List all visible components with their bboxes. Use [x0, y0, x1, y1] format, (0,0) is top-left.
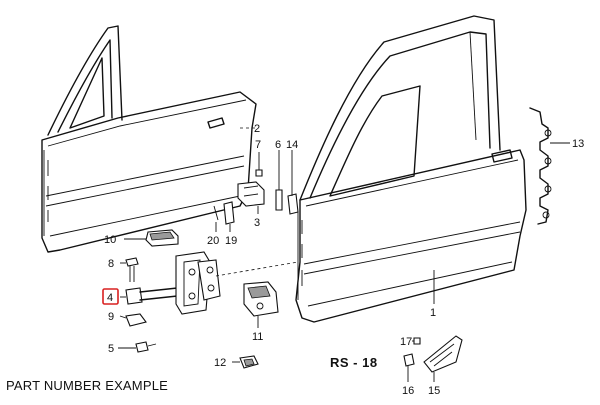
caption: PART NUMBER EXAMPLE [6, 378, 169, 393]
callout-2: 2 [254, 123, 260, 135]
callout-9: 9 [108, 311, 114, 323]
callout-5: 5 [108, 343, 114, 355]
right-door-shell [295, 15, 527, 323]
callout-8: 8 [108, 258, 114, 270]
callout-11: 11 [252, 331, 263, 343]
diagram-code: RS - 18 [330, 355, 378, 370]
door-check-assembly [118, 251, 299, 353]
callout-14: 14 [286, 139, 298, 151]
highlight-box [102, 288, 119, 305]
bracket-part [124, 229, 179, 247]
callout-20: 20 [207, 235, 219, 247]
trim-parts [403, 335, 463, 382]
callout-17: 17 [400, 336, 412, 348]
callout-labels: 1 2 3 4 5 6 7 8 9 10 11 12 13 14 15 16 1… [104, 123, 584, 397]
wire-seal-part [529, 107, 570, 225]
left-door-shell [41, 25, 257, 253]
callout-4: 4 [107, 292, 113, 304]
callout-1: 1 [430, 307, 436, 319]
callout-19: 19 [225, 235, 237, 247]
callout-3: 3 [254, 217, 260, 229]
hinge-parts [213, 150, 299, 232]
callout-12: 12 [214, 357, 226, 369]
callout-6: 6 [275, 139, 281, 151]
grommet-part [232, 355, 259, 369]
callout-16: 16 [402, 385, 414, 397]
latch-part [243, 281, 279, 328]
callout-7: 7 [255, 139, 261, 151]
callout-13: 13 [572, 138, 584, 150]
callout-10: 10 [104, 234, 116, 246]
callout-15: 15 [428, 385, 440, 397]
